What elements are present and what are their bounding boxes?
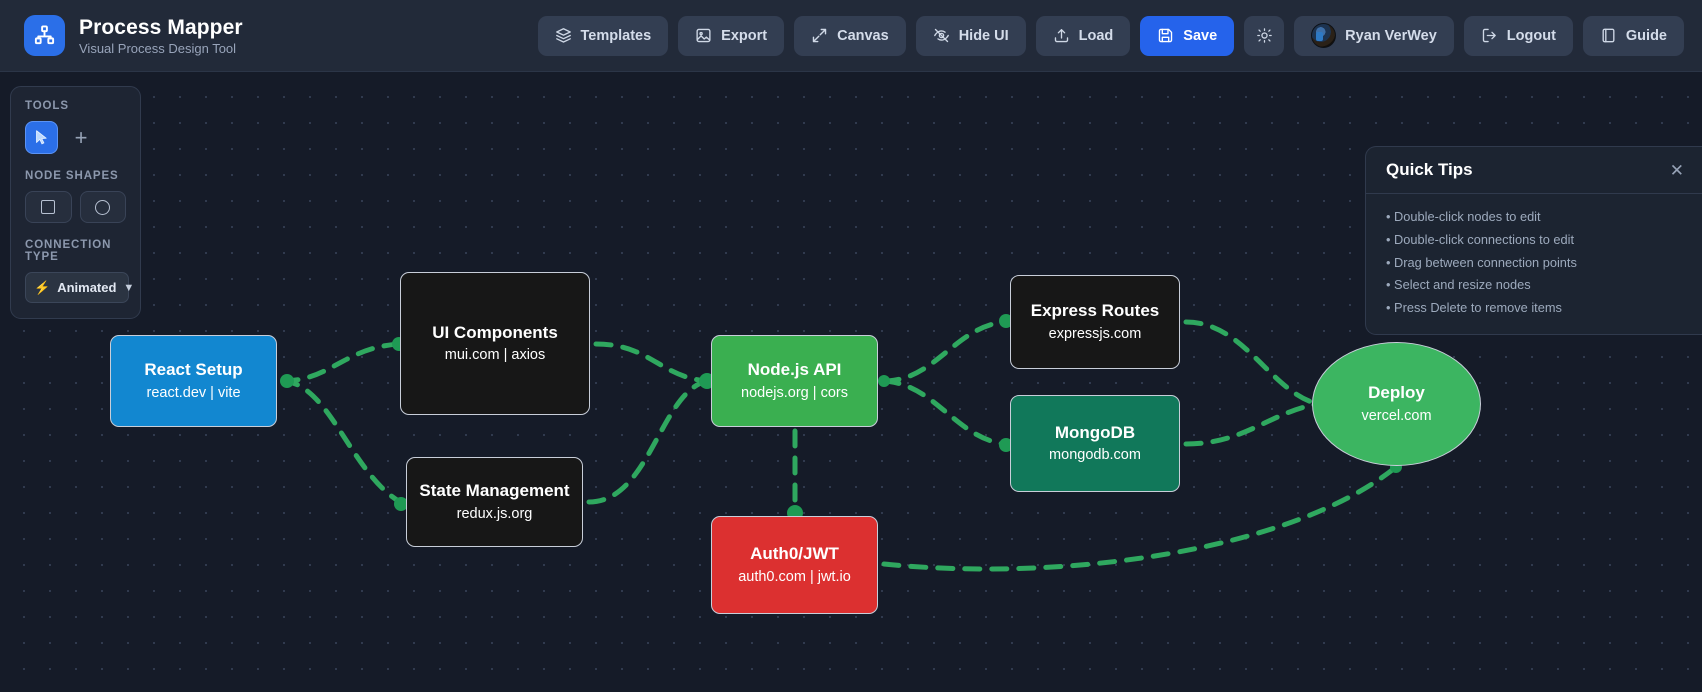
node-ui-components[interactable]: UI Components mui.com | axios	[400, 272, 590, 415]
templates-label: Templates	[580, 27, 652, 44]
brand: Process Mapper Visual Process Design Too…	[16, 15, 243, 56]
theme-toggle-button[interactable]	[1244, 15, 1285, 56]
connection-edges-layer	[280, 314, 1402, 572]
book-icon	[1602, 28, 1615, 43]
square-icon	[41, 200, 56, 214]
node-auth0-jwt[interactable]: Auth0/JWT auth0.com | jwt.io	[711, 516, 878, 614]
list-item: Press Delete to remove items	[1386, 297, 1682, 320]
connection-type-label: CONNECTION TYPE	[25, 239, 112, 263]
load-label: Load	[1078, 27, 1114, 44]
user-button[interactable]: Ryan VerWey	[1294, 15, 1454, 56]
edge-react-ui[interactable]	[280, 341, 403, 384]
node-subtitle: mongodb.com	[1049, 447, 1141, 464]
edge-react-state[interactable]	[280, 378, 403, 505]
layers-icon	[555, 28, 571, 43]
connection-type-select[interactable]: ⚡ Animated ▼	[25, 272, 134, 303]
image-icon	[696, 28, 711, 43]
node-subtitle: react.dev | vite	[146, 384, 241, 401]
node-shapes-label: NODE SHAPES	[25, 170, 119, 182]
edge-auth-deploy[interactable]	[881, 464, 1399, 572]
tools-label: TOOLS	[25, 100, 69, 112]
node-subtitle: nodejs.org | cors	[741, 384, 848, 401]
quick-tips-panel: Quick Tips ✕ Double-click nodes to edit …	[1365, 146, 1702, 335]
node-title: State Management	[419, 481, 570, 501]
edge-node-mongo[interactable]	[881, 378, 1007, 447]
add-node-button[interactable]: +	[74, 124, 88, 150]
floppy-disk-icon	[1159, 28, 1173, 43]
edge-node-express[interactable]	[881, 319, 1007, 384]
sun-icon	[1256, 28, 1272, 43]
avatar	[1311, 23, 1337, 48]
node-express-routes[interactable]: Express Routes expressjs.com	[1010, 275, 1180, 369]
expand-arrows-icon	[812, 28, 827, 43]
node-title: Express Routes	[1030, 301, 1160, 321]
hide-ui-label: Hide UI	[958, 27, 1009, 44]
chevron-down-icon: ▼	[123, 281, 135, 294]
canvas-label: Canvas	[837, 27, 889, 44]
node-subtitle: expressjs.com	[1048, 325, 1142, 342]
node-title: UI Components	[432, 322, 558, 342]
quick-tips-header: Quick Tips ✕	[1366, 147, 1702, 194]
node-deploy[interactable]: Deploy vercel.com	[1312, 342, 1481, 466]
tools-panel: TOOLS + NODE SHAPES CONNECTION TYPE	[10, 86, 141, 319]
list-item: Select and resize nodes	[1386, 274, 1682, 297]
export-button[interactable]: Export	[678, 15, 785, 56]
user-name: Ryan VerWey	[1345, 27, 1437, 44]
eye-off-icon	[933, 28, 949, 43]
node-subtitle: mui.com | axios	[444, 347, 546, 364]
export-label: Export	[721, 27, 768, 44]
node-title: MongoDB	[1054, 422, 1136, 442]
edge-state-node[interactable]	[586, 378, 710, 505]
node-title: Auth0/JWT	[750, 544, 839, 564]
node-mongodb[interactable]: MongoDB mongodb.com	[1010, 395, 1180, 492]
node-title: Node.js API	[747, 360, 842, 380]
shape-rectangle-button[interactable]	[25, 191, 72, 223]
app-subtitle: Visual Process Design Tool	[79, 40, 237, 56]
node-nodejs-api[interactable]: Node.js API nodejs.org | cors	[711, 335, 878, 427]
edge-express-deploy[interactable]	[1183, 319, 1321, 407]
quick-tips-list: Double-click nodes to edit Double-click …	[1366, 194, 1702, 334]
node-react-setup[interactable]: React Setup react.dev | vite	[110, 335, 277, 427]
node-state-management[interactable]: State Management redux.js.org	[406, 457, 583, 547]
node-subtitle: redux.js.org	[456, 505, 533, 522]
header-toolbar: Templates Export Canvas Hide UI	[537, 15, 1684, 56]
diagram-canvas[interactable]: React Setup react.dev | vite UI Componen…	[0, 72, 1702, 692]
logout-label: Logout	[1506, 27, 1556, 44]
lightning-bolt-icon: ⚡	[34, 279, 51, 295]
select-tool-button[interactable]	[25, 121, 58, 154]
save-label: Save	[1183, 27, 1218, 44]
logout-icon	[1482, 28, 1496, 43]
edge-ui-node[interactable]	[593, 341, 710, 384]
node-title: Deploy	[1368, 383, 1425, 403]
upload-icon	[1054, 29, 1068, 43]
canvas-button[interactable]: Canvas	[794, 15, 906, 56]
node-subtitle: vercel.com	[1361, 407, 1432, 424]
app-logo	[24, 15, 65, 56]
edge-mongo-deploy[interactable]	[1183, 401, 1321, 447]
list-item: Double-click connections to edit	[1386, 229, 1682, 252]
shape-circle-button[interactable]	[79, 191, 126, 223]
connection-type-value: Animated	[57, 280, 117, 295]
page-title: Process Mapper	[79, 15, 243, 39]
list-item: Double-click nodes to edit	[1386, 206, 1682, 229]
guide-button[interactable]: Guide	[1582, 15, 1684, 56]
app-header: Process Mapper Visual Process Design Too…	[0, 0, 1702, 72]
templates-button[interactable]: Templates	[537, 15, 669, 56]
quick-tips-title: Quick Tips	[1386, 160, 1473, 179]
cursor-arrow-icon	[36, 130, 47, 145]
hide-ui-button[interactable]: Hide UI	[915, 15, 1026, 56]
guide-label: Guide	[1625, 27, 1667, 44]
save-button[interactable]: Save	[1140, 15, 1235, 56]
node-subtitle: auth0.com | jwt.io	[738, 568, 851, 585]
load-button[interactable]: Load	[1035, 15, 1131, 56]
close-icon[interactable]: ✕	[1669, 160, 1684, 180]
hierarchy-icon	[34, 25, 55, 45]
circle-icon	[95, 199, 111, 215]
logout-button[interactable]: Logout	[1463, 15, 1573, 56]
node-title: React Setup	[144, 360, 243, 380]
list-item: Drag between connection points	[1386, 252, 1682, 275]
